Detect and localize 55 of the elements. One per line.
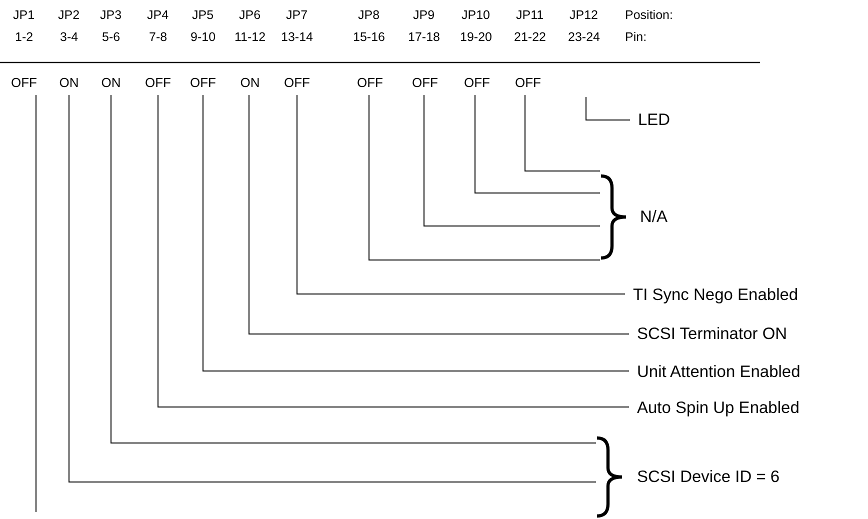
jumper-setting: OFF: [277, 74, 317, 92]
jumper-name: JP2: [58, 8, 80, 23]
row-heading: Position:: [625, 8, 673, 23]
leader-line: [368, 94, 600, 260]
leader-line: [68, 94, 596, 482]
leader-line: [202, 94, 630, 372]
setting-description: TI Sync Nego Enabled: [633, 284, 798, 306]
jumper-setting: ON: [49, 74, 89, 92]
jumper-name: JP9: [413, 8, 435, 23]
pin-number: 21-22: [514, 30, 546, 45]
row-heading: Pin:: [625, 30, 647, 45]
pin-number: 9-10: [190, 30, 216, 45]
jumper-setting: ON: [230, 74, 270, 92]
jumper-setting: OFF: [457, 74, 497, 92]
jumper-setting: OFF: [405, 74, 445, 92]
jumper-setting: OFF: [183, 74, 223, 92]
jumper-name: JP11: [516, 8, 544, 23]
pin-number: 3-4: [60, 30, 78, 45]
jumper-name: JP6: [239, 8, 261, 23]
leader-line: [474, 94, 600, 194]
pin-number: 1-2: [15, 30, 34, 45]
jumper-name: JP1: [13, 8, 35, 23]
pin-number: 7-8: [149, 30, 168, 45]
jumper-setting: OFF: [4, 74, 44, 92]
pin-number: 5-6: [102, 30, 120, 45]
jumper-setting: OFF: [350, 74, 390, 92]
leader-line: [586, 96, 630, 120]
pin-number: 19-20: [460, 30, 492, 45]
leader-line: [110, 94, 596, 444]
pin-number: 17-18: [408, 30, 440, 45]
jumper-name: JP5: [192, 8, 214, 23]
leader-line: [424, 94, 600, 226]
setting-description: SCSI Terminator ON: [637, 323, 788, 345]
setting-description: N/A: [640, 207, 668, 228]
leader-line: [296, 94, 626, 294]
jumper-name: JP7: [286, 8, 308, 23]
jumper-name: JP3: [100, 8, 122, 23]
setting-description: Auto Spin Up Enabled: [637, 397, 800, 419]
jumper-name: JP8: [358, 8, 380, 23]
setting-description: SCSI Device ID = 6: [637, 467, 780, 488]
jumper-name: JP4: [147, 8, 169, 23]
jumper-setting: OFF: [508, 74, 548, 92]
setting-description: Unit Attention Enabled: [637, 361, 800, 383]
jumper-setting: OFF: [138, 74, 178, 92]
jumper-name: JP12: [570, 8, 598, 23]
pin-number: 15-16: [353, 30, 385, 45]
jumper-name: JP10: [462, 8, 490, 23]
leader-line: [158, 94, 630, 408]
pin-number: 13-14: [281, 30, 313, 45]
pin-number: 11-12: [234, 30, 266, 45]
pin-number: 23-24: [568, 30, 600, 45]
leader-line: [248, 94, 630, 334]
setting-description: LED: [638, 109, 670, 131]
jumper-setting: ON: [91, 74, 131, 92]
leader-line: [524, 94, 600, 172]
